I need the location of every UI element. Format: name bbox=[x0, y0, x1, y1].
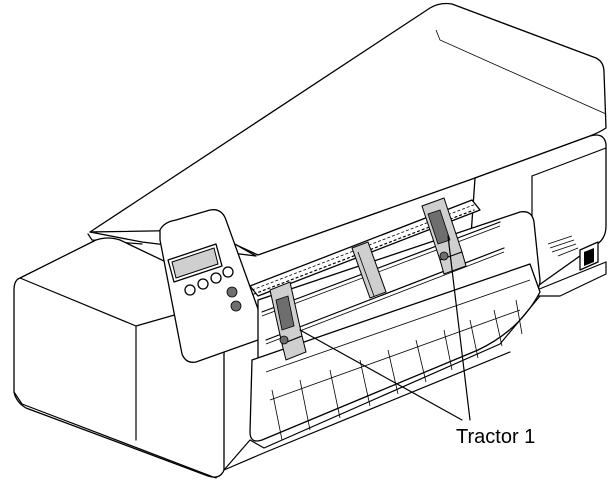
tractor-rod-upper bbox=[261, 221, 501, 313]
panel-button-6 bbox=[230, 300, 242, 312]
panel-button-4 bbox=[222, 266, 234, 278]
printer-body bbox=[13, 2, 607, 479]
lcd-display bbox=[171, 247, 219, 279]
lower-paper-tray bbox=[249, 263, 541, 442]
tractor-assembly bbox=[249, 197, 505, 361]
panel-button-2 bbox=[197, 278, 209, 290]
power-switch bbox=[579, 241, 599, 271]
side-vent bbox=[547, 235, 579, 257]
panel-button-1 bbox=[184, 284, 196, 296]
tray-ribs bbox=[265, 279, 531, 441]
callout-leader bbox=[299, 235, 471, 421]
tractor-right bbox=[421, 197, 467, 275]
panel-button-3 bbox=[210, 272, 222, 284]
paper-support-middle bbox=[351, 241, 387, 299]
tractor-left bbox=[269, 281, 307, 361]
paper-bed bbox=[223, 211, 541, 471]
panel-button-5 bbox=[226, 286, 238, 298]
control-panel bbox=[167, 243, 242, 312]
tractor-callout-label: Tractor 1 bbox=[456, 426, 536, 448]
